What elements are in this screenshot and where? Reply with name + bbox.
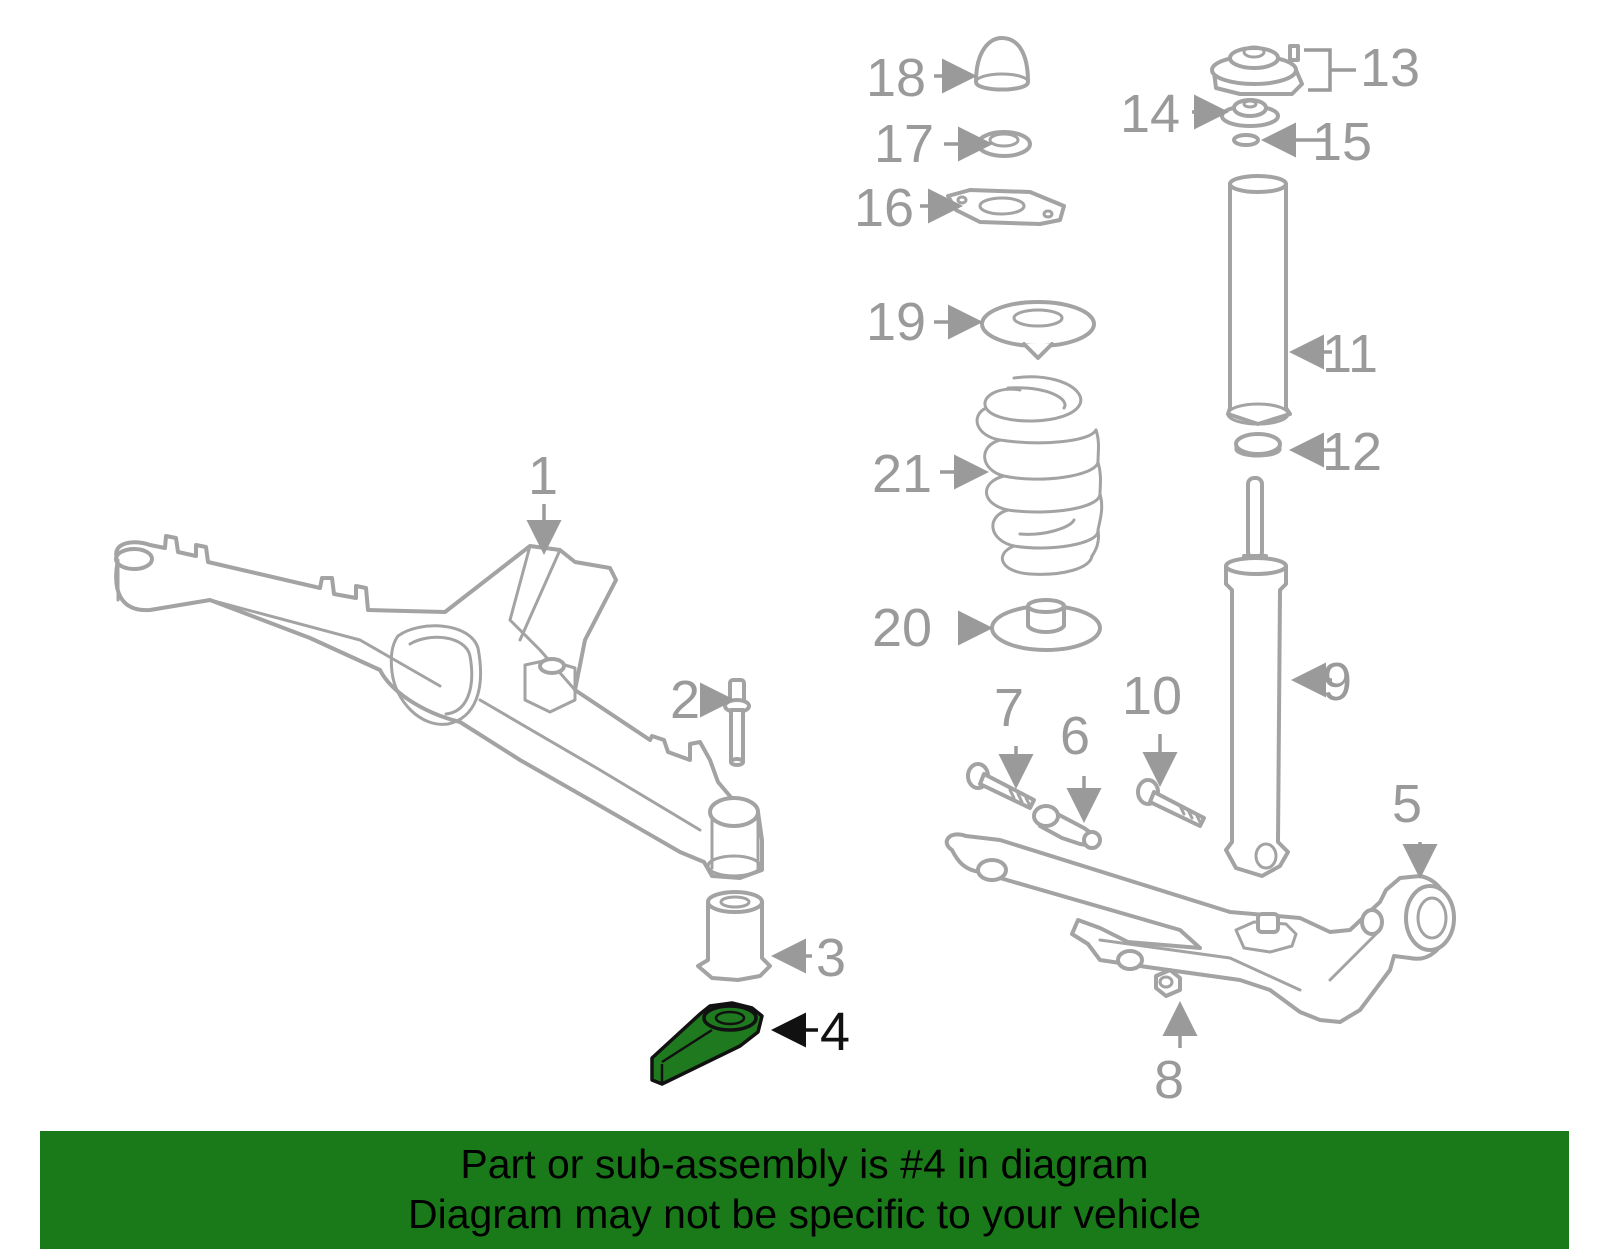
callout-11: 11 <box>1322 324 1378 384</box>
spring-plate-part <box>946 188 1066 226</box>
banner-line-part-number: Part or sub-assembly is #4 in diagram <box>460 1141 1149 1187</box>
sleeve-part <box>1032 804 1102 850</box>
callout-9: 9 <box>1322 652 1352 712</box>
axle-carrier-part <box>114 534 764 880</box>
upper-spring-seat-part <box>980 300 1096 360</box>
info-banner: Part or sub-assembly is #4 in diagram Di… <box>40 1131 1569 1249</box>
bolt-10-part <box>1136 778 1206 828</box>
callout-15: 15 <box>1312 112 1372 172</box>
callout-2: 2 <box>670 670 700 730</box>
callout-21: 21 <box>872 444 932 504</box>
stud-bolt-part <box>723 678 751 767</box>
bolt-7-part <box>966 762 1036 810</box>
callout-12: 12 <box>1322 422 1382 482</box>
callout-8: 8 <box>1154 1050 1184 1110</box>
callout-14: 14 <box>1120 84 1180 144</box>
dust-boot-part <box>1226 174 1292 426</box>
callout-6: 6 <box>1060 706 1090 766</box>
callout-3: 3 <box>816 928 846 988</box>
callout-16: 16 <box>854 178 914 238</box>
callout-10: 10 <box>1122 666 1182 726</box>
callout-19: 19 <box>866 292 926 352</box>
callout-20: 20 <box>872 598 932 658</box>
leader-lines <box>526 48 1438 1048</box>
banner-line-disclaimer: Diagram may not be specific to your vehi… <box>407 1191 1201 1237</box>
callout-7: 7 <box>994 678 1024 738</box>
callout-18: 18 <box>866 48 926 108</box>
shock-absorber-part <box>1224 476 1290 878</box>
leader-13 <box>1304 48 1356 92</box>
callout-4: 4 <box>820 1002 850 1062</box>
bushing-part <box>696 890 772 982</box>
callout-13: 13 <box>1360 38 1420 98</box>
bump-stop-part <box>1234 432 1282 458</box>
nut-part <box>1154 968 1182 998</box>
coil-spring-part <box>975 375 1104 576</box>
strut-mount-part <box>1210 44 1304 96</box>
callout-17: 17 <box>874 114 934 174</box>
callout-5: 5 <box>1392 774 1422 834</box>
cap-part <box>974 36 1030 92</box>
washer-15-part <box>1232 133 1260 147</box>
trailing-arm-part <box>944 832 1456 1024</box>
lower-spring-seat-part <box>990 598 1102 652</box>
mounting-bracket-part-highlighted <box>650 1001 764 1086</box>
parts-diagram: 1 2 3 4 5 6 7 8 9 10 11 12 13 14 15 16 1… <box>114 36 1456 1110</box>
callout-labels: 1 2 3 4 5 6 7 8 9 10 11 12 13 14 15 16 1… <box>528 38 1422 1110</box>
bearing-part <box>1220 98 1280 128</box>
callout-1: 1 <box>528 446 558 506</box>
